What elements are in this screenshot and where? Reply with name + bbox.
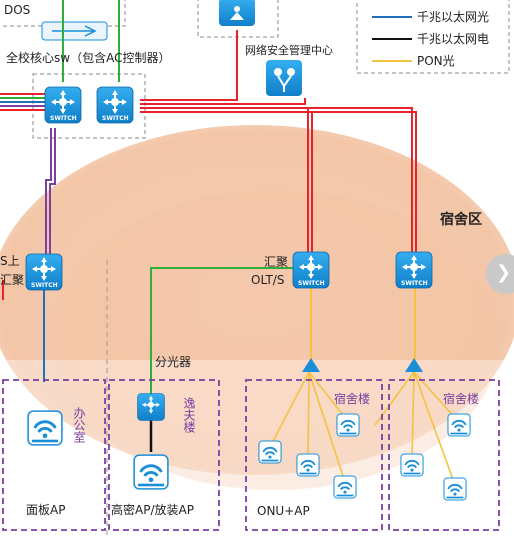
- office-ap-label: 面板AP: [26, 503, 65, 517]
- dorm-zone-ellipse: [0, 125, 514, 475]
- yifu-switch-icon: [136, 392, 166, 422]
- core-switch-box: [32, 73, 146, 139]
- onu-ap-icon: [333, 475, 357, 499]
- dorm-building-1-label: 宿舍楼: [334, 391, 370, 406]
- svg-text:SWITCH: SWITCH: [31, 282, 58, 289]
- svg-text:SWITCH: SWITCH: [50, 115, 77, 122]
- core-switch-1-icon: SWITCH: [44, 86, 82, 124]
- onu-ap-icon: [336, 413, 360, 437]
- olt-switch-1-icon: SWITCH: [292, 251, 330, 289]
- agg-olt-label-top: 汇聚: [264, 255, 288, 269]
- splitter-2-icon: [405, 358, 423, 372]
- dense-ap-icon: [132, 453, 170, 491]
- svg-text:SWITCH: SWITCH: [401, 280, 428, 287]
- legend-label-copper: 千兆以太网电: [417, 31, 489, 46]
- onu-ap-icon: [447, 413, 471, 437]
- olt-switch-2-icon: SWITCH: [395, 251, 433, 289]
- core-switch-label: 全校核心sw（包含AC控制器）: [6, 50, 170, 65]
- onu-ap-icon: [258, 440, 282, 464]
- legend-label-fiber: 千兆以太网光: [417, 9, 489, 24]
- onu-ap-label: ONU+AP: [257, 504, 310, 518]
- onu-ap-icon: [400, 453, 424, 477]
- dorm-building-2-box: [388, 379, 500, 531]
- svg-text:SWITCH: SWITCH: [102, 115, 129, 122]
- links: [0, 0, 458, 538]
- office-box: [2, 379, 106, 531]
- next-arrow-button[interactable]: ❯: [486, 254, 514, 294]
- dorm-building-1-box: [245, 379, 383, 531]
- onu-ap-icon: [296, 453, 320, 477]
- ddos-label: DOS: [4, 3, 30, 17]
- yifu-building-label: 逸夫楼: [182, 397, 196, 433]
- onu-ap-icon: [443, 477, 467, 501]
- left-agg-switch-icon: SWITCH: [25, 253, 63, 291]
- chevron-right-icon: ❯: [496, 262, 512, 283]
- dorm-building-2-label: 宿舍楼: [443, 391, 479, 406]
- legend: 千兆以太网光 千兆以太网电 PON光: [372, 9, 489, 68]
- agg-olt-label-bottom: OLT/S: [251, 273, 284, 287]
- office-label: 办公室: [72, 406, 86, 443]
- dense-ap-label: 高密AP/放装AP: [111, 502, 194, 517]
- splitter-label: 分光器: [155, 355, 191, 369]
- splitter-1-icon: [302, 358, 320, 372]
- office-ap-icon: [26, 409, 64, 447]
- legend-label-pon: PON光: [417, 54, 455, 68]
- yifu-box: [108, 379, 220, 531]
- svg-text:SWITCH: SWITCH: [298, 280, 325, 287]
- left-agg-label-top: S上: [0, 254, 20, 268]
- dorm-zone-label: 宿舍区: [440, 211, 482, 228]
- security-center-label: 网络安全管理中心: [245, 43, 333, 57]
- core-switch-2-icon: SWITCH: [96, 86, 134, 124]
- left-agg-label-bottom: 汇聚: [0, 273, 24, 287]
